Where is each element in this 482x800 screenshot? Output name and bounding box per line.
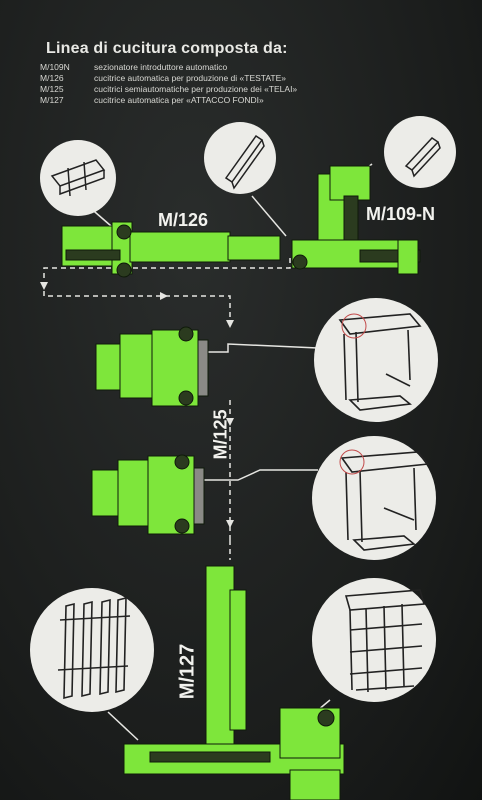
flow-arrow-1 bbox=[40, 282, 48, 290]
bubble-frame-1 bbox=[314, 298, 438, 422]
legend-description: cucitrice automatica per produzione di «… bbox=[94, 73, 286, 83]
machine-label-m126: M/126 bbox=[158, 210, 209, 230]
bubble-bottom-left bbox=[30, 588, 154, 712]
flow-arrow-5 bbox=[226, 520, 234, 528]
legend-code: M/125 bbox=[40, 84, 64, 94]
machine-m109n bbox=[291, 165, 421, 275]
callout-line-bottom-left bbox=[107, 711, 139, 741]
bubble-top-middle bbox=[204, 122, 276, 194]
legend-row: M/126 cucitrice automatica per produzion… bbox=[40, 73, 297, 84]
flow-arrow-2 bbox=[160, 292, 168, 300]
flow-arrows bbox=[40, 282, 234, 528]
legend-row: M/109N sezionatore introduttore automati… bbox=[40, 62, 297, 73]
flow-arrow-4 bbox=[226, 418, 234, 426]
machine-m125-lower bbox=[91, 454, 205, 535]
legend-code: M/109N bbox=[40, 62, 70, 72]
machine-label-m125: M/125 bbox=[210, 409, 231, 460]
legend-row: M/127 cucitrice automatica per «ATTACCO … bbox=[40, 95, 297, 106]
bubble-bottom-right bbox=[312, 578, 436, 702]
bubble-top-right bbox=[384, 116, 456, 188]
legend-description: cucitrice automatica per «ATTACCO FONDI» bbox=[94, 95, 264, 105]
legend-description: sezionatore introduttore automatico bbox=[94, 62, 228, 72]
callout-line-frame-1 bbox=[200, 343, 319, 353]
machine-m126 bbox=[61, 221, 281, 278]
page-title: Linea di cucitura composta da: bbox=[46, 40, 288, 57]
legend-description: cucitrici semiautomatiche per produzione… bbox=[94, 84, 298, 94]
bubble-top-left bbox=[40, 140, 116, 216]
machine-legend: M/109N sezionatore introduttore automati… bbox=[40, 62, 297, 106]
machine-label-m127: M/127 bbox=[176, 643, 199, 700]
legend-row: M/125 cucitrici semiautomatiche per prod… bbox=[40, 84, 297, 95]
bubble-frame-2 bbox=[312, 436, 436, 560]
callout-line-frame-2 bbox=[200, 469, 318, 481]
machine-m125-upper bbox=[95, 326, 209, 407]
flow-line-top bbox=[43, 258, 291, 330]
flow-arrow-3 bbox=[226, 320, 234, 328]
legend-code: M/127 bbox=[40, 95, 64, 105]
machine-label-m109n: M/109-N bbox=[366, 204, 436, 224]
legend-code: M/126 bbox=[40, 73, 64, 83]
machine-m127 bbox=[123, 565, 345, 800]
callout-line-top-middle bbox=[251, 195, 287, 237]
